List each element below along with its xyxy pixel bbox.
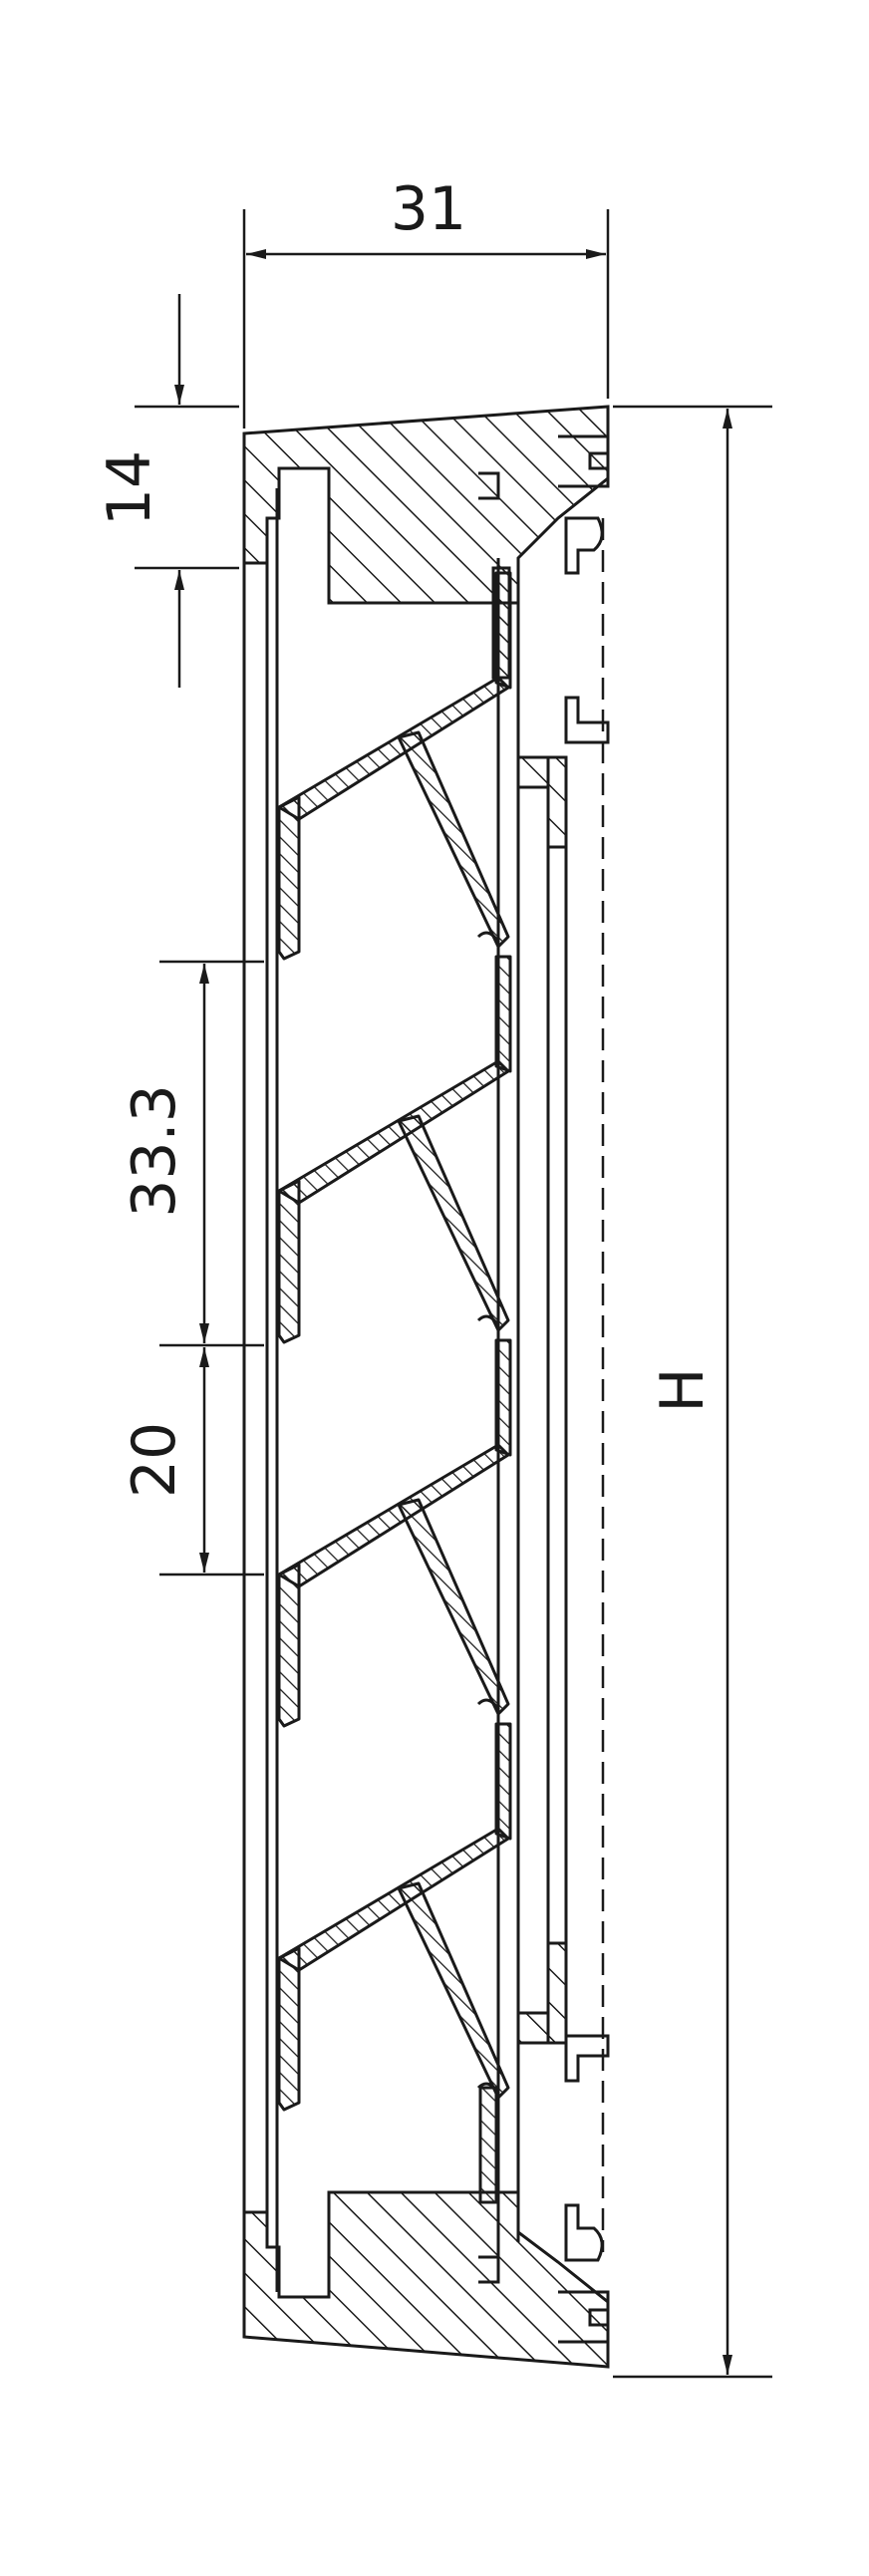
slat-front-lip [277, 1179, 301, 1344]
slat-3 [277, 1338, 512, 1728]
outer-frame [242, 405, 610, 2369]
slat-blade [277, 1443, 510, 1588]
slat-rear-web [494, 1722, 512, 1841]
slat-rear-web [494, 571, 512, 690]
dimension-top-frame-label: 14 [95, 450, 164, 526]
dimension-slat-pitch-label: 33.3 [120, 1084, 189, 1218]
dimension-height-label: H [648, 1367, 718, 1412]
slat-hook [476, 1698, 500, 1710]
slat-hook [476, 1314, 500, 1326]
slat-rib [397, 730, 510, 949]
slat-rib [397, 1498, 510, 1716]
slat-front-lip [277, 1946, 301, 2112]
slat-2 [277, 955, 512, 1344]
slat-hook [476, 2082, 500, 2094]
slat-blade [277, 676, 510, 821]
slat-front-lip [277, 795, 301, 961]
slats [277, 571, 512, 2112]
slat-hook [476, 931, 500, 943]
slat-rear-web [494, 1338, 512, 1457]
bottom-slat-stub [478, 2086, 498, 2204]
slat-blade [277, 1827, 510, 1972]
slat-rib [397, 1881, 510, 2100]
slat-1 [277, 571, 512, 961]
dimension-slat-gap-label: 20 [120, 1422, 189, 1498]
slat-front-lip [277, 1563, 301, 1728]
dimension-width-label: 31 [391, 174, 466, 244]
slat-rib [397, 1114, 510, 1332]
slat-blade [277, 1059, 510, 1205]
slat-4 [277, 1722, 512, 2112]
slat-rear-web [494, 955, 512, 1073]
dimensions [135, 209, 772, 2379]
